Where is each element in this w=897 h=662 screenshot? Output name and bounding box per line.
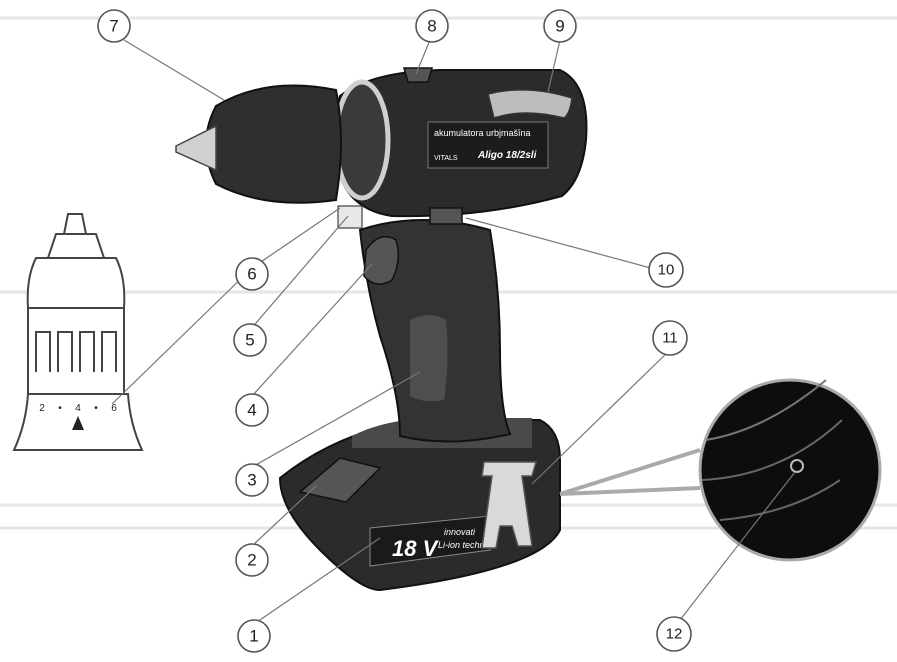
battery-text-2: Li-ion techn <box>438 540 485 550</box>
callout-10-label: 10 <box>658 262 675 279</box>
callout-1: 1 <box>237 619 271 653</box>
callout-1-label: 1 <box>249 627 258 646</box>
chuck-scale-6: 6 <box>111 403 117 414</box>
product-model: Aligo 18/2sli <box>477 150 537 161</box>
chuck-inset: 2 • 4 • 6 <box>12 213 144 451</box>
callout-7-label: 7 <box>109 17 118 36</box>
leader-lines <box>111 39 796 625</box>
drill-illustration: 18 V innovati Li-ion techn akumulatora u… <box>175 67 588 592</box>
callout-8-label: 8 <box>427 17 436 36</box>
torque-ring <box>333 79 391 201</box>
top-indicator <box>487 89 573 119</box>
chuck-scale-dot-2: • <box>94 403 98 414</box>
vent-hole <box>790 459 804 473</box>
callout-5: 5 <box>233 323 267 357</box>
callout-9: 9 <box>543 9 577 43</box>
callout-9-label: 9 <box>555 17 564 36</box>
belt-clip <box>481 461 537 549</box>
callout-6: 6 <box>235 257 269 291</box>
callout-7: 7 <box>97 9 131 43</box>
product-brand: VITALS <box>434 155 458 162</box>
callout-6-label: 6 <box>247 265 256 284</box>
callout-3: 3 <box>235 463 269 497</box>
callout-5-label: 5 <box>245 331 254 350</box>
direction-switch <box>429 207 463 225</box>
callout-10: 10 <box>648 252 684 288</box>
callout-11-label: 11 <box>662 330 678 347</box>
callout-11: 11 <box>652 320 688 356</box>
product-label-line1: akumulatora urbjmašīna <box>434 128 531 138</box>
callout-3-label: 3 <box>247 471 256 490</box>
gear-switch <box>403 67 433 83</box>
battery-text-1: innovati <box>444 527 476 537</box>
callout-4-label: 4 <box>247 401 256 420</box>
callout-2-label: 2 <box>247 551 256 570</box>
battery-release-button <box>298 457 382 503</box>
chuck-scale-2: 2 <box>39 403 45 414</box>
callout-2: 2 <box>235 543 269 577</box>
chuck-scale-4: 4 <box>75 403 81 414</box>
chuck <box>205 84 342 204</box>
callout-12-label: 12 <box>666 626 683 643</box>
callout-8: 8 <box>415 9 449 43</box>
product-label <box>427 121 549 169</box>
battery-voltage: 18 V <box>392 536 440 561</box>
callout-4: 4 <box>235 393 269 427</box>
callout-12: 12 <box>656 616 692 652</box>
trigger <box>363 235 399 285</box>
detail-zoom <box>559 378 882 562</box>
chuck-scale-dot-1: • <box>58 403 62 414</box>
